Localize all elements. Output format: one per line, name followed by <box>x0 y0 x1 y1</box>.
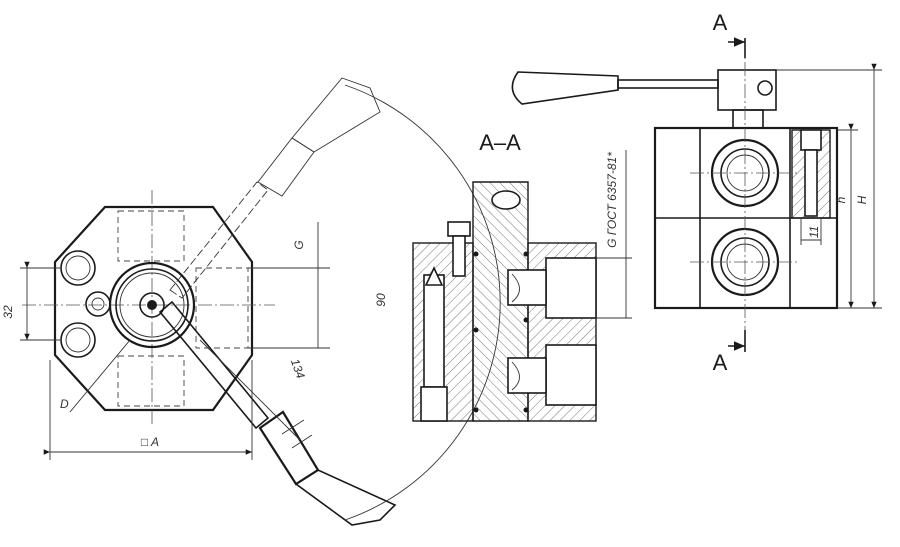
section-bolt-head <box>420 386 448 422</box>
section-screw-head <box>447 221 471 237</box>
section-bolt <box>423 274 445 388</box>
rotor-boss-ring <box>115 268 189 342</box>
side-hub-pin <box>757 80 773 96</box>
section-view <box>412 150 632 422</box>
side-handle-hub <box>717 69 777 111</box>
port-hidden-bottom <box>117 355 185 407</box>
top-view <box>20 77 501 526</box>
side-stem <box>732 109 764 129</box>
section-mark-bottom: A <box>713 350 728 375</box>
dim-32-label: 32 <box>1 305 15 319</box>
section-port-lower <box>545 344 597 406</box>
valve-body-octagon <box>53 205 254 412</box>
section-port-upper <box>545 257 597 319</box>
handle-solid <box>158 300 397 526</box>
dim-h-label: h <box>834 196 848 203</box>
mount-hole-bottom-inner <box>65 327 91 353</box>
small-boss-inner <box>91 297 105 311</box>
mount-hole-top-inner <box>65 255 91 281</box>
section-bore-lower <box>507 357 547 394</box>
dim-d-leader <box>69 339 131 413</box>
side-handle-grip <box>511 71 619 105</box>
spool-top-hole <box>491 190 521 210</box>
rotor-boss-ring-inner <box>119 272 185 338</box>
section-bore-upper <box>507 269 547 306</box>
rotor-hub <box>139 292 165 318</box>
dim-d-label: D <box>60 397 69 411</box>
side-handle-rod <box>617 79 719 89</box>
dim-H-label: H <box>855 195 869 204</box>
section-screw-shank <box>452 235 466 277</box>
rotor-screw <box>147 300 157 310</box>
mount-hole-top <box>60 250 96 286</box>
section-title: A–A <box>479 130 521 155</box>
dim-134-label: 134 <box>288 357 308 381</box>
port-hidden-right <box>195 267 249 349</box>
rotor-boss-outer <box>108 261 196 349</box>
dim-134-line <box>199 339 301 441</box>
dim-a-label: □ A <box>141 435 159 449</box>
small-boss <box>85 291 111 317</box>
dim-11-label: 11 <box>807 226 821 238</box>
section-mark-top: A <box>713 10 728 35</box>
side-view <box>511 37 882 352</box>
handle-phantom <box>169 77 381 299</box>
dim-g-label: G <box>292 240 306 249</box>
dim-90-label: 90 <box>374 293 388 307</box>
gost-label: G ГОСТ 6357-81* <box>605 152 619 248</box>
mount-hole-bottom <box>60 322 96 358</box>
port-hidden-top <box>117 210 185 262</box>
